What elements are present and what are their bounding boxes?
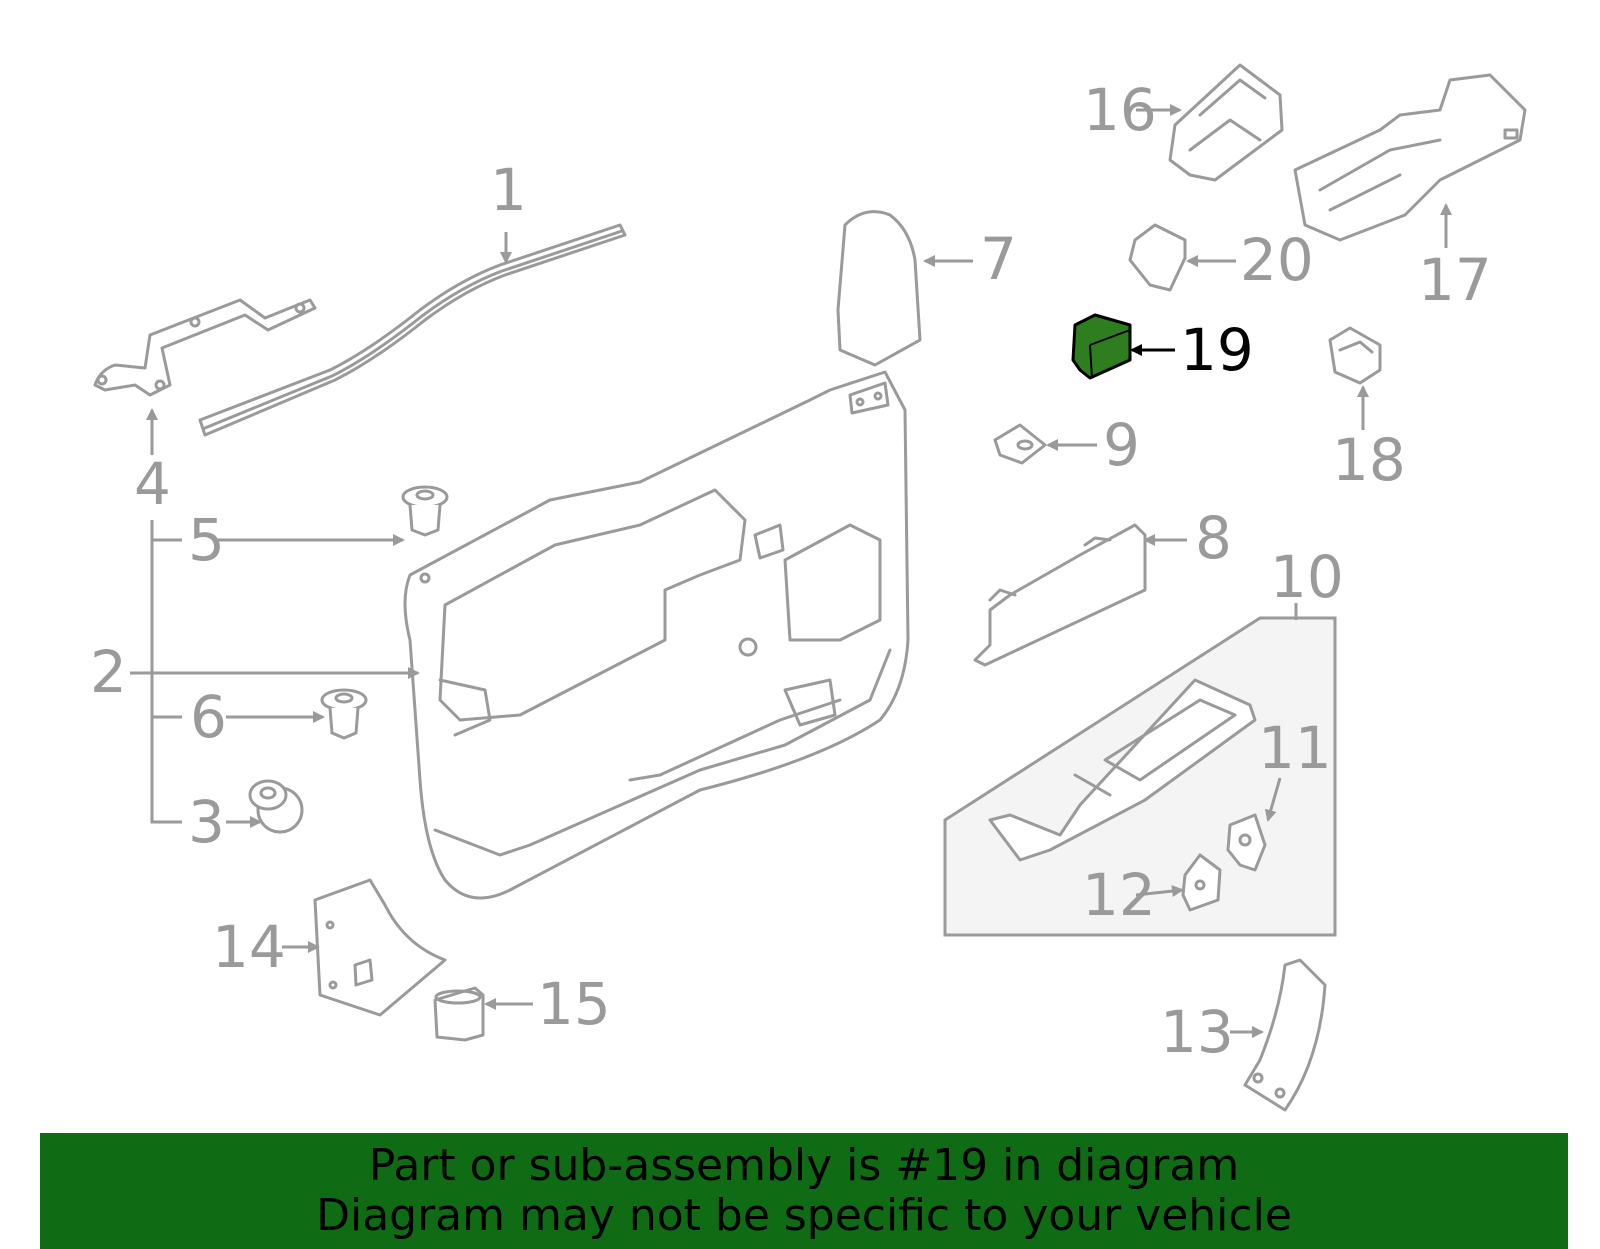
callout-2: 2 xyxy=(90,638,127,706)
part-3-pin xyxy=(248,779,304,834)
callout-8: 8 xyxy=(1195,504,1232,572)
leader-lines xyxy=(130,104,1452,1038)
callout-20: 20 xyxy=(1240,226,1314,294)
callout-11: 11 xyxy=(1258,714,1332,782)
banner-disclaimer-line: Diagram may not be specific to your vehi… xyxy=(316,1190,1292,1241)
part-7-trim xyxy=(836,210,922,367)
callout-4: 4 xyxy=(134,450,171,518)
callout-10: 10 xyxy=(1270,543,1344,611)
part-18-switch xyxy=(1328,326,1382,385)
callout-15: 15 xyxy=(537,970,611,1038)
part-19-highlighted[interactable] xyxy=(1071,313,1132,380)
part-20-cap xyxy=(1128,223,1187,292)
part-14-trim xyxy=(313,878,447,1017)
part-15-clip xyxy=(433,986,485,1042)
callout-12: 12 xyxy=(1082,861,1156,929)
part-6-clip xyxy=(320,688,368,740)
part-4-bracket xyxy=(93,298,317,397)
callout-18: 18 xyxy=(1332,426,1406,494)
part-17-master-switch xyxy=(1293,73,1527,242)
banner-part-line: Part or sub-assembly is #19 in diagram xyxy=(368,1140,1240,1191)
callout-17: 17 xyxy=(1418,246,1492,314)
callout-1: 1 xyxy=(490,156,527,224)
part-1-weatherstrip xyxy=(198,223,627,437)
part-5-clip xyxy=(401,485,449,537)
part-16-switch xyxy=(1168,63,1284,182)
callout-13: 13 xyxy=(1160,998,1234,1066)
part-11-bracket xyxy=(1226,813,1267,872)
callout-16: 16 xyxy=(1083,76,1157,144)
part-13-bracket xyxy=(1243,958,1327,1112)
callout-19[interactable]: 19 xyxy=(1180,316,1254,384)
callout-3: 3 xyxy=(188,788,225,856)
callout-14: 14 xyxy=(212,913,286,981)
info-banner: Part or sub-assembly is #19 in diagram D… xyxy=(40,1133,1568,1249)
part-8-bezel xyxy=(973,523,1147,667)
callout-6: 6 xyxy=(190,683,227,751)
part-9-clip xyxy=(993,423,1047,465)
callout-9: 9 xyxy=(1103,411,1140,479)
callout-7: 7 xyxy=(980,225,1017,293)
callout-labels: 1 4 5 2 6 3 7 9 8 10 11 12 13 14 15 16 1… xyxy=(90,76,1492,1066)
part-2-door-panel xyxy=(403,370,910,900)
callout-5: 5 xyxy=(188,506,225,574)
